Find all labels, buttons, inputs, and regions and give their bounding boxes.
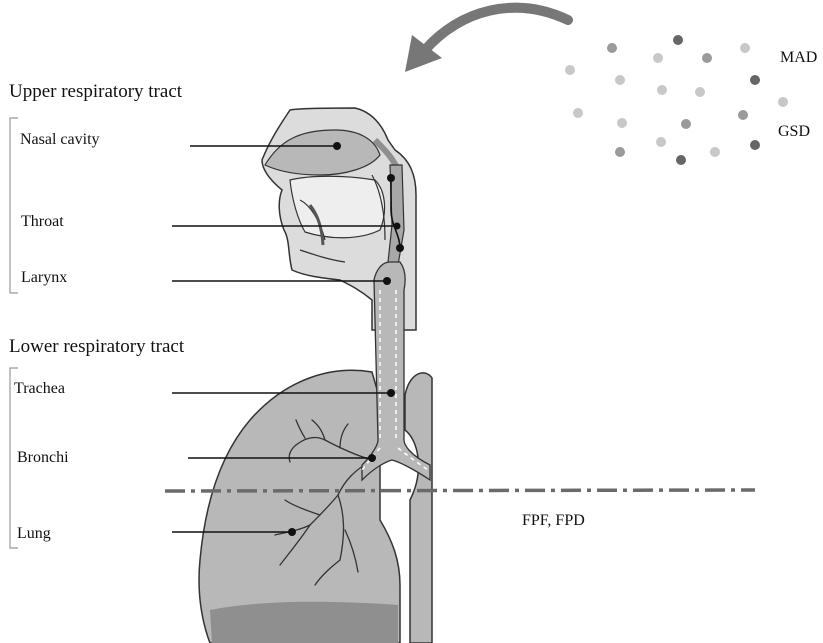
pharynx-dot (396, 244, 404, 252)
label-throat: Throat (21, 214, 64, 230)
label-fpf-fpd: FPF, FPD (522, 513, 585, 529)
upper-respiratory-tract-title: Upper respiratory tract (9, 82, 182, 101)
particle (657, 85, 667, 95)
particle (656, 137, 666, 147)
particle (673, 35, 683, 45)
label-nasal-cavity: Nasal cavity (20, 132, 100, 148)
particle (778, 97, 788, 107)
particle (681, 119, 691, 129)
particle (617, 118, 627, 128)
particle (710, 147, 720, 157)
label-larynx: Larynx (21, 270, 67, 286)
lung-dot (288, 528, 296, 536)
particle (750, 75, 760, 85)
larynx-dot (383, 277, 391, 285)
trachea-dot (387, 389, 395, 397)
inhalation-arrow (405, 8, 568, 72)
label-lung: Lung (17, 526, 51, 542)
lower-respiratory-tract-title: Lower respiratory tract (9, 337, 184, 356)
particle (565, 65, 575, 75)
particle (750, 140, 760, 150)
particle (676, 155, 686, 165)
particle (695, 87, 705, 97)
particle (573, 108, 583, 118)
nasal-cavity-dot (333, 142, 341, 150)
particle (738, 110, 748, 120)
throat-dot (394, 223, 401, 230)
particle-cloud (565, 35, 788, 165)
particle (740, 43, 750, 53)
deposition-threshold-line (165, 490, 755, 491)
particle (607, 43, 617, 53)
upper-bracket (10, 118, 18, 293)
label-bronchi: Bronchi (17, 450, 69, 466)
particle (615, 75, 625, 85)
particle (653, 53, 663, 63)
right-lung (405, 373, 432, 643)
airway-top-dot (387, 174, 395, 182)
label-mad: MAD (780, 50, 817, 66)
particle (615, 147, 625, 157)
particle (702, 53, 712, 63)
label-trachea: Trachea (14, 381, 65, 397)
label-gsd: GSD (778, 124, 810, 140)
left-lung (199, 370, 400, 643)
bronchi-dot (368, 454, 376, 462)
